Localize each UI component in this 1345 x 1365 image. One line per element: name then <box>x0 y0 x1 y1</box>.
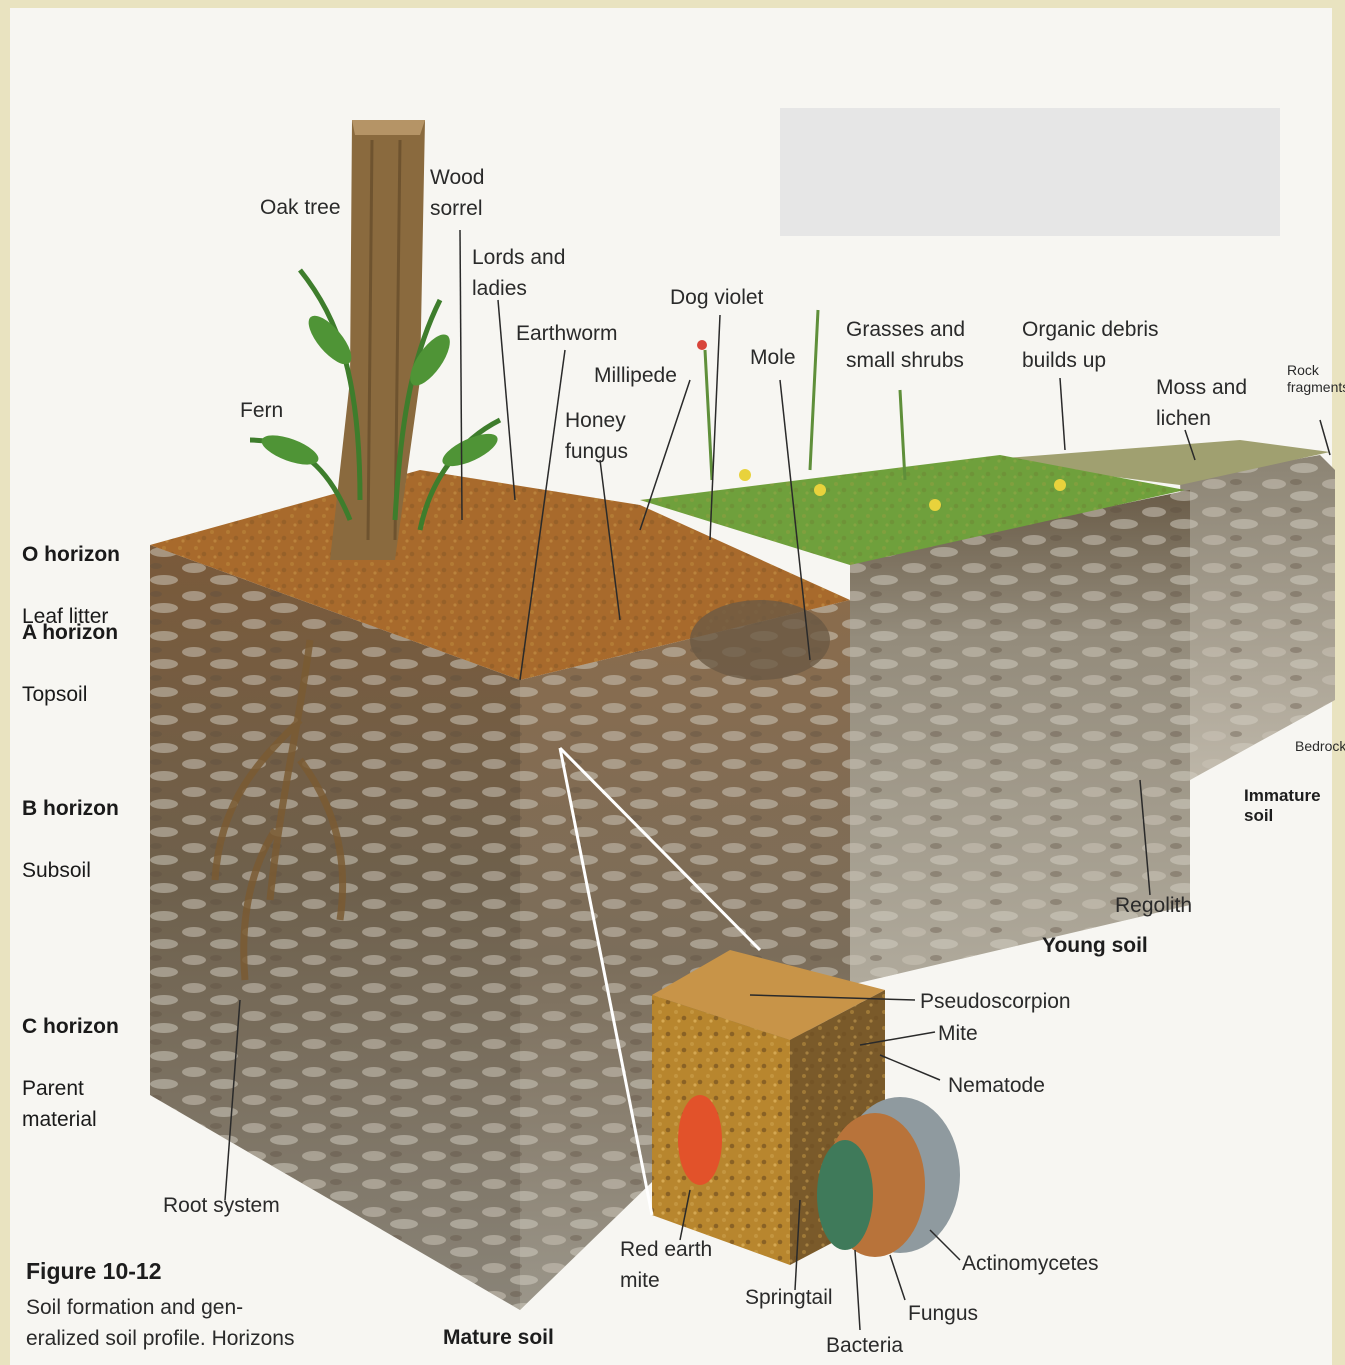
label-moss-and-lichen: Moss and lichen <box>1156 372 1247 434</box>
label-earthworm: Earthworm <box>516 318 618 349</box>
figure-number: Figure 10-12 <box>26 1258 162 1285</box>
label-honey-fungus: Honey fungus <box>565 405 628 467</box>
horizon-name: O horizon <box>22 539 120 570</box>
background-box <box>780 108 1280 236</box>
b-horizon-label: B horizon Subsoil <box>22 762 119 886</box>
caption-mature-soil: Mature soil <box>443 1326 554 1350</box>
label-pseudoscorpion: Pseudoscorpion <box>920 986 1071 1017</box>
caption-young-soil: Young soil <box>1042 934 1148 958</box>
label-dog-violet: Dog violet <box>670 282 763 313</box>
label-regolith: Regolith <box>1115 890 1192 921</box>
horizon-name: C horizon <box>22 1011 119 1042</box>
red-earth-mite-illustration <box>678 1095 722 1185</box>
horizon-desc: Subsoil <box>22 859 91 882</box>
label-rock-fragments: Rock fragments <box>1287 362 1345 396</box>
c-horizon-label: C horizon Parent material <box>22 980 119 1135</box>
horizon-name: B horizon <box>22 793 119 824</box>
label-nematode: Nematode <box>948 1070 1045 1101</box>
label-oak-tree: Oak tree <box>260 192 341 223</box>
label-lords-and-ladies: Lords and ladies <box>472 242 565 304</box>
label-bedrock: Bedrock <box>1295 738 1345 755</box>
label-red-earth-mite: Red earth mite <box>620 1234 712 1296</box>
horizon-desc: Parent material <box>22 1077 97 1131</box>
label-root-system: Root system <box>163 1190 280 1221</box>
label-millipede: Millipede <box>594 360 677 391</box>
horizon-name: A horizon <box>22 617 118 648</box>
horizon-desc: Topsoil <box>22 683 87 706</box>
figure-caption-text: Soil formation and gen- eralized soil pr… <box>26 1292 294 1354</box>
label-mite: Mite <box>938 1018 978 1049</box>
label-mole: Mole <box>750 342 796 373</box>
label-grasses-and-small-shrubs: Grasses and small shrubs <box>846 314 965 376</box>
label-bacteria: Bacteria <box>826 1330 903 1361</box>
label-springtail: Springtail <box>745 1282 833 1313</box>
a-horizon-label: A horizon Topsoil <box>22 586 118 710</box>
label-fungus: Fungus <box>908 1298 978 1329</box>
caption-immature-soil: Immature soil <box>1244 786 1345 826</box>
label-fern: Fern <box>240 395 283 426</box>
label-wood-sorrel: Wood sorrel <box>430 162 484 224</box>
label-organic-debris: Organic debris builds up <box>1022 314 1159 376</box>
label-actinomycetes: Actinomycetes <box>962 1248 1099 1279</box>
